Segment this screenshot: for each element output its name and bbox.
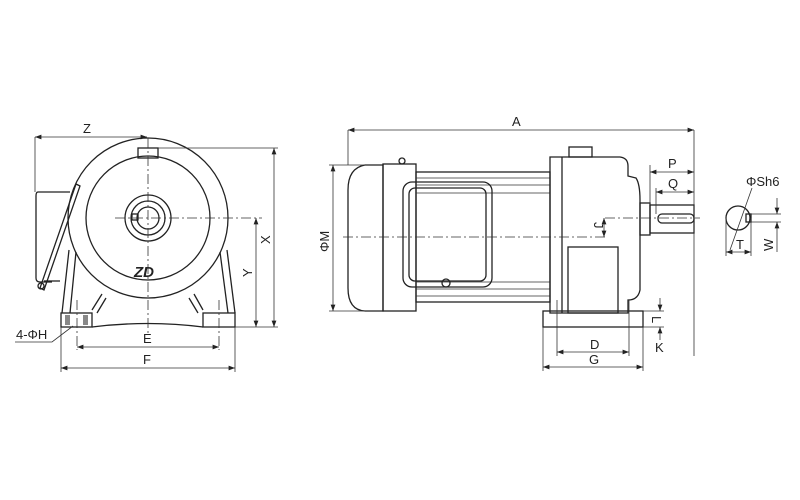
ground-screw-icon bbox=[441, 278, 451, 288]
gearbox bbox=[549, 156, 641, 314]
bolt-hole-hatch bbox=[65, 315, 70, 325]
label-q: Q bbox=[668, 176, 678, 191]
foot-web bbox=[567, 246, 619, 314]
terminal-box-lid bbox=[408, 187, 487, 282]
label-k: K bbox=[655, 340, 664, 355]
ribs bbox=[91, 293, 204, 314]
label-s: ΦSh6 bbox=[746, 174, 780, 189]
label-a: A bbox=[512, 114, 521, 129]
cover-screw bbox=[37, 282, 45, 290]
motor-flange bbox=[382, 163, 417, 312]
right-pillar bbox=[219, 249, 236, 314]
gear-base bbox=[542, 310, 644, 328]
leader-s bbox=[729, 187, 753, 251]
bolt-hole-hatch bbox=[83, 315, 88, 325]
label-g: G bbox=[589, 352, 599, 367]
label-t: T bbox=[736, 237, 744, 252]
shaft-collar bbox=[639, 202, 651, 236]
leader-h bbox=[15, 325, 74, 343]
shaft-section-view: T W ΦSh6 bbox=[725, 174, 781, 256]
label-d: D bbox=[590, 337, 599, 352]
left-pillar bbox=[61, 249, 77, 314]
label-w: W bbox=[761, 238, 776, 251]
label-4-h: 4-ΦH bbox=[16, 327, 47, 342]
label-p: P bbox=[668, 156, 677, 171]
terminal-box-side bbox=[35, 191, 70, 283]
lift-bolt bbox=[398, 157, 406, 165]
label-z: Z bbox=[83, 121, 91, 136]
label-m: ΦM bbox=[317, 231, 332, 252]
shaft-key bbox=[657, 213, 695, 224]
base-arc bbox=[91, 322, 204, 328]
cooling-fins bbox=[416, 177, 550, 297]
fan-cover bbox=[347, 164, 384, 312]
side-view: A ΦM P Q J L K D G bbox=[317, 114, 700, 371]
key-slot bbox=[131, 213, 139, 221]
cover-plate bbox=[39, 183, 81, 291]
label-f: F bbox=[143, 352, 151, 367]
label-e: E bbox=[143, 331, 152, 346]
output-shaft bbox=[649, 204, 695, 234]
zd-logo: ZD bbox=[133, 264, 154, 281]
gear-top-boss bbox=[568, 146, 593, 158]
label-j: J bbox=[591, 222, 606, 229]
left-foot bbox=[60, 312, 93, 328]
label-l: L bbox=[649, 316, 664, 323]
label-y: Y bbox=[240, 268, 255, 277]
front-view: ZD Z X Y E F 4-ΦH bbox=[15, 121, 278, 372]
label-x: X bbox=[258, 235, 273, 244]
